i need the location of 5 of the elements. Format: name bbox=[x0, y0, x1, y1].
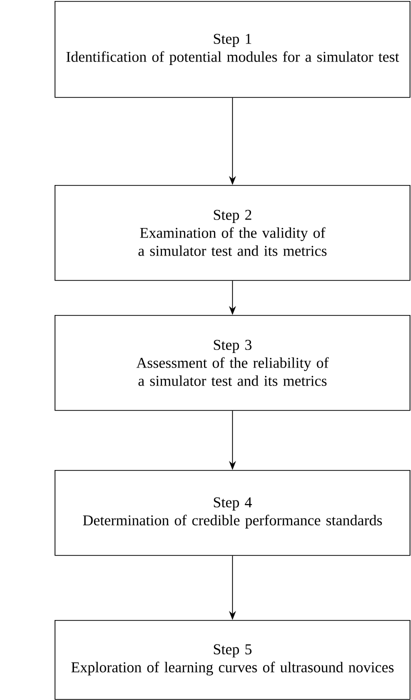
step-box: Step 4 Determination of credible performance standards bbox=[54, 470, 410, 556]
step-box: Step 1 Identification of potential modules for a simulator test bbox=[54, 1, 410, 98]
step-box: Step 3 Assessment of the reliability of a simulator test and its metrics bbox=[54, 315, 410, 411]
step-box: Step 5 Exploration of learning curves of ultrasound novices bbox=[54, 620, 410, 700]
step-box: Step 2 Examination of the validity of a simulator test and its metrics bbox=[54, 185, 410, 281]
